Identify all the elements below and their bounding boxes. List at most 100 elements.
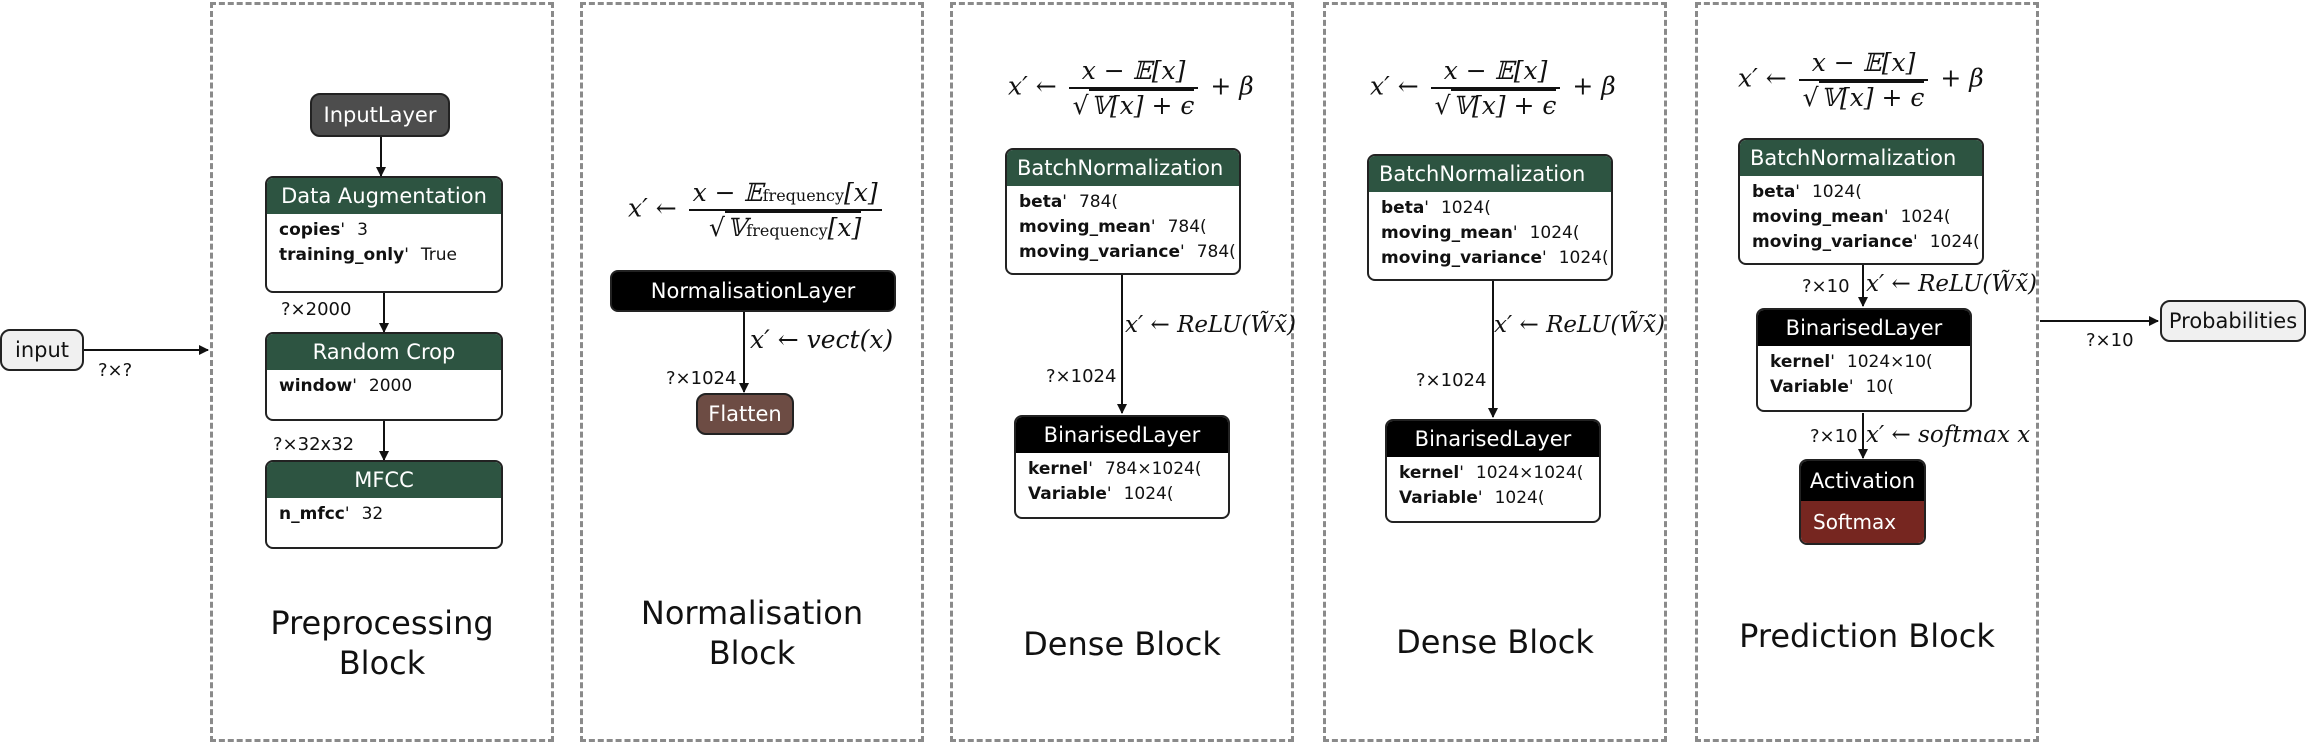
param-name: beta [1381,198,1425,218]
batchnorm-formula: x′ ← x − 𝔼[x] √𝕍[x] + ϵ + β [1738,48,1984,112]
data-augmentation-title: Data Augmentation [267,178,501,214]
param-name: moving_variance [1019,242,1181,262]
param-row: Variable'1024( [1399,488,1545,508]
param-name: window [279,376,353,396]
param-value: 1024×10( [1846,352,1933,372]
batchnorm-formula: x′ ← x − 𝔼[x] √𝕍[x] + ϵ + β [1008,56,1254,120]
binarised-title: BinarisedLayer [1758,310,1970,346]
normalisation-shape-label: ?×1024 [666,368,737,389]
batchnorm-layer: BatchNormalization beta'1024( moving_mea… [1367,154,1613,281]
input-layer-node: InputLayer [310,93,450,137]
formula-lhs: x′ ← [1008,71,1057,101]
param-name: copies [279,220,341,240]
formula-numerator: x − 𝔼[x] [1798,48,1929,81]
param-value: 784( [1167,217,1207,237]
formula-numerator: x − 𝔼[x] [1068,56,1199,89]
param-name: beta [1019,192,1063,212]
formula-denominator: 𝕍 [726,213,747,242]
param-value: 1024( [1900,207,1951,227]
title-line: Block [708,634,796,672]
param-value: 1024( [1494,488,1545,508]
shape-after-augmentation: ?×2000 [281,299,352,320]
param-value: 10( [1865,377,1894,397]
param-row: kernel'1024×10( [1770,352,1933,372]
binarised-layer: BinarisedLayer kernel'1024×1024( Variabl… [1385,419,1601,523]
param-name: kernel [1028,459,1089,479]
param-name: kernel [1399,463,1460,483]
param-name: moving_mean [1019,217,1151,237]
batchnorm-formula: x′ ← x − 𝔼[x] √𝕍[x] + ϵ + β [1370,56,1616,120]
formula-subscript: frequency [762,186,844,205]
random-crop-layer: Random Crop window'2000 [265,332,503,421]
param-name: moving_variance [1381,248,1543,268]
softmax-label: Softmax [1801,501,1924,543]
prediction-block-title: Prediction Block [1739,617,1995,655]
dense-block-1 [950,2,1294,742]
param-row: Variable'10( [1770,377,1894,397]
param-row: kernel'784×1024( [1028,459,1202,479]
param-row: training_only'True [279,245,457,265]
input-shape-label: ?×? [98,360,133,381]
output-shape-label: ?×10 [2086,330,2134,351]
formula-denominator: 𝕍[x] + ϵ [1818,81,1925,112]
binarised-title: BinarisedLayer [1016,417,1228,453]
normalisation-block-title: Normalisation Block [580,593,924,673]
normalisation-block [580,2,924,742]
param-name: moving_mean [1752,207,1884,227]
data-augmentation-layer: Data Augmentation copies'3 training_only… [265,176,503,293]
preprocessing-block [210,2,554,742]
param-value: 1024( [1440,198,1491,218]
formula-subscript: frequency [746,221,828,240]
relu-edge-formula: x′ ← ReLU(W̃x̃) [1125,312,1296,338]
flatten-node: Flatten [696,393,794,435]
param-row: moving_mean'784( [1019,217,1207,237]
formula-tail: + β [1940,63,1984,93]
formula-lhs: x′ ← [628,193,677,223]
input-node: input [0,329,84,371]
normalisation-formula: x′ ← x − 𝔼frequency[x] √𝕍frequency[x] [628,178,886,242]
formula-tail: + β [1572,71,1616,101]
formula-lhs: x′ ← [1370,71,1419,101]
formula-denominator-tail: [x] [827,213,862,242]
relu-edge-formula: x′ ← ReLU(W̃x̃) [1866,271,2037,297]
batchnorm-layer: BatchNormalization beta'1024( moving_mea… [1738,138,1984,265]
binarised-layer: BinarisedLayer kernel'784×1024( Variable… [1014,415,1230,519]
dense-block-2-title: Dense Block [1396,623,1594,661]
title-line: Normalisation [640,594,864,632]
random-crop-title: Random Crop [267,334,501,370]
activation-layer: Activation Softmax [1799,459,1926,545]
param-value: 1024( [1123,484,1174,504]
title-line: Block [338,644,426,682]
title-line: Preprocessing [270,604,494,642]
param-row: beta'1024( [1381,198,1491,218]
prediction-shape-label-2: ?×10 [1810,426,1858,447]
param-value: 784×1024( [1104,459,1202,479]
mfcc-layer: MFCC n_mfcc'32 [265,460,503,549]
batchnorm-title: BatchNormalization [1007,150,1239,186]
dense2-shape-label: ?×1024 [1416,370,1487,391]
prediction-shape-label-1: ?×10 [1802,276,1850,297]
param-row: moving_mean'1024( [1381,223,1580,243]
batchnorm-layer: BatchNormalization beta'784( moving_mean… [1005,148,1241,275]
preprocessing-block-title: Preprocessing Block [210,603,554,683]
param-row: Variable'1024( [1028,484,1174,504]
param-row: moving_variance'1024( [1381,248,1609,268]
formula-numerator: x − 𝔼[x] [1430,56,1561,89]
param-row: moving_variance'1024( [1752,232,1980,252]
param-name: Variable [1028,484,1107,504]
param-row: moving_variance'784( [1019,242,1236,262]
param-value: True [420,245,457,265]
param-row: beta'784( [1019,192,1119,212]
normalisation-layer-node: NormalisationLayer [610,270,896,312]
param-value: 2000 [368,376,413,396]
binarised-layer: BinarisedLayer kernel'1024×10( Variable'… [1756,308,1972,412]
param-value: 1024( [1929,232,1980,252]
formula-numerator-tail: [x] [843,178,878,207]
softmax-edge-formula: x′ ← softmax x [1866,422,2031,448]
param-value: 784( [1196,242,1236,262]
param-value: 1024( [1558,248,1609,268]
formula-denominator: 𝕍[x] + ϵ [1450,89,1557,120]
batchnorm-title: BatchNormalization [1369,156,1611,192]
param-row: copies'3 [279,220,368,240]
